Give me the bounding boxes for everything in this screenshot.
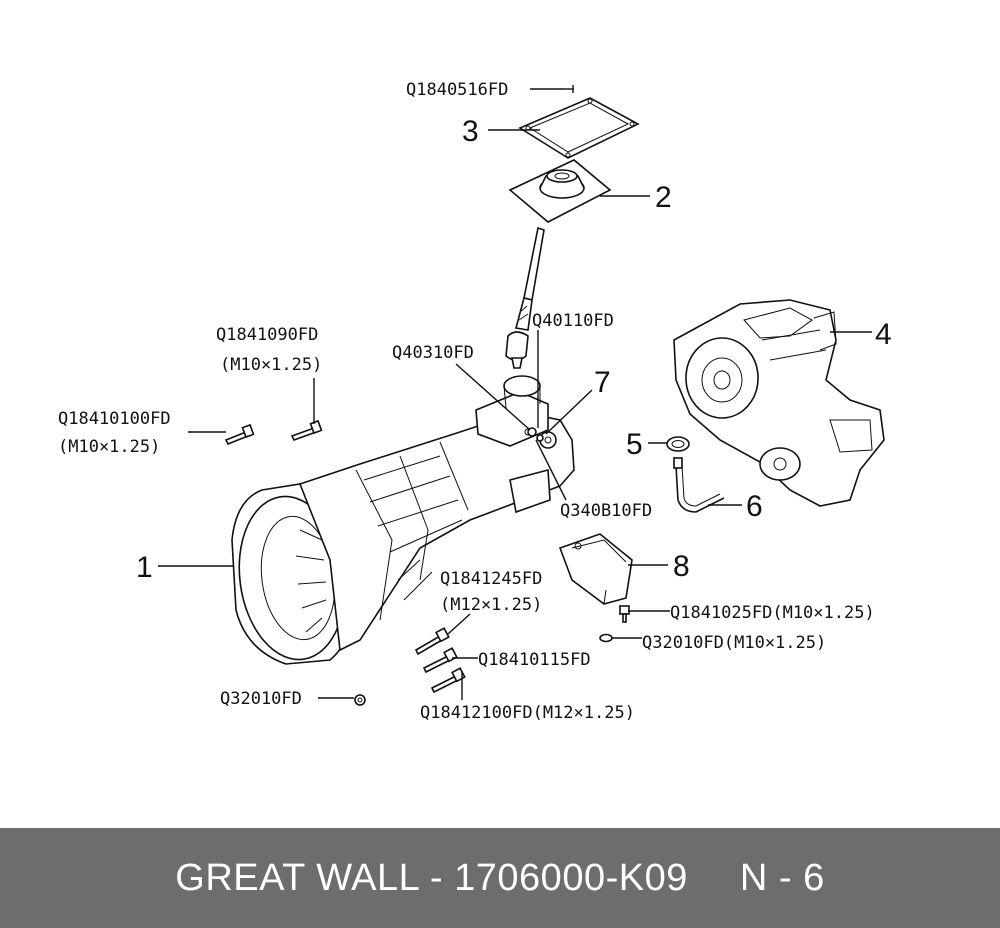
label-q1841245: Q1841245FD bbox=[440, 569, 542, 589]
transfer-case-part bbox=[673, 299, 885, 507]
retainer-plate-part bbox=[518, 97, 640, 159]
washer-q32010-right-part bbox=[599, 633, 613, 643]
callout-2: 2 bbox=[655, 181, 672, 214]
callout-7: 7 bbox=[594, 366, 611, 399]
label-q32010-left: Q32010FD bbox=[220, 689, 302, 709]
bolt-q1841090-part bbox=[290, 419, 323, 441]
label-q18410100-spec: (M10×1.25) bbox=[58, 437, 160, 457]
shift-lever-part bbox=[505, 226, 545, 369]
label-q1841025: Q1841025FD(M10×1.25) bbox=[670, 603, 875, 623]
callout-4: 4 bbox=[875, 318, 892, 351]
label-q18410115: Q18410115FD bbox=[478, 650, 591, 670]
vent-hose-part bbox=[673, 457, 725, 513]
label-q1841090: Q1841090FD bbox=[216, 325, 318, 345]
bolt-q1841245-part bbox=[414, 627, 450, 656]
callout-6: 6 bbox=[746, 490, 763, 523]
exploded-parts-diagram: 3 2 4 7 5 6 8 1 Q1840516FD Q1841090FD (M… bbox=[58, 80, 892, 723]
footer-bar: GREAT WALL - 1706000-K09 N - 6 bbox=[0, 828, 1000, 928]
callout-8: 8 bbox=[673, 550, 690, 583]
bolt-q18412100-part bbox=[430, 667, 466, 694]
label-q40110: Q40110FD bbox=[532, 311, 614, 331]
nut-q32010-left-part bbox=[354, 694, 366, 706]
label-q18410100: Q18410100FD bbox=[58, 409, 171, 429]
callout-3: 3 bbox=[462, 115, 479, 148]
hose-clamp-part bbox=[666, 436, 690, 452]
label-q18412100: Q18412100FD(M12×1.25) bbox=[420, 703, 635, 723]
callout-5: 5 bbox=[626, 428, 643, 461]
label-q340b10: Q340B10FD bbox=[560, 501, 652, 521]
label-q40310: Q40310FD bbox=[392, 343, 474, 363]
bolt-q18410100-part bbox=[224, 423, 255, 446]
callout-1: 1 bbox=[136, 551, 153, 584]
label-q1840516: Q1840516FD bbox=[406, 80, 508, 100]
footer-title: GREAT WALL - 1706000-K09 bbox=[175, 856, 688, 899]
footer-page: N - 6 bbox=[739, 856, 825, 899]
washer-q340b10-part bbox=[536, 434, 544, 442]
bolt-q18410115-part bbox=[422, 647, 458, 674]
shift-boot-part bbox=[508, 159, 612, 223]
mount-bracket-part bbox=[558, 533, 633, 605]
transmission-case-part bbox=[231, 375, 575, 665]
bolt-q1841025-part bbox=[619, 605, 630, 623]
label-q1841090-spec: (M10×1.25) bbox=[220, 355, 322, 375]
leader-lines bbox=[158, 88, 872, 700]
label-q32010-right: Q32010FD(M10×1.25) bbox=[642, 633, 826, 653]
label-q1841245-spec: (M12×1.25) bbox=[440, 595, 542, 615]
